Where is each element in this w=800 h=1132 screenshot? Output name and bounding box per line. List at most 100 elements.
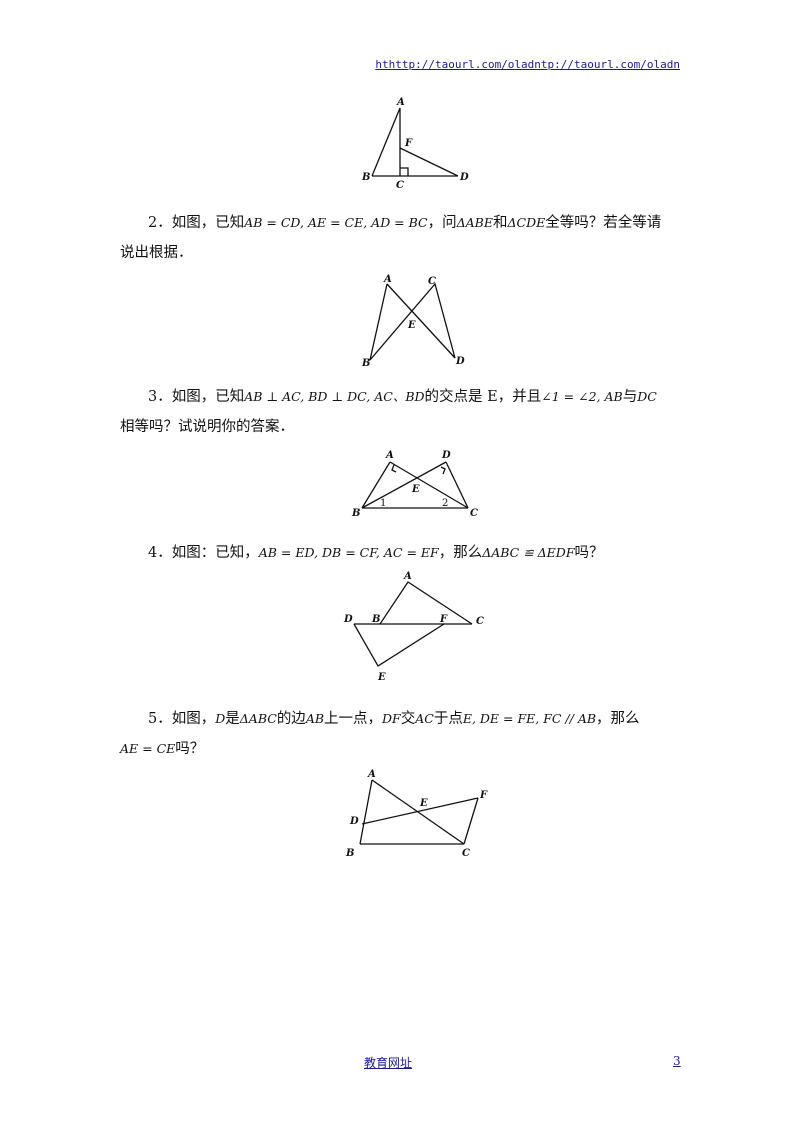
problem-3-number: 3	[148, 389, 158, 405]
fig2-label-e: E	[407, 320, 416, 331]
problem-5-math-df: DF	[382, 711, 401, 726]
problem-5-text-h: 吗？	[175, 741, 205, 757]
fig5-label-c: C	[462, 848, 470, 859]
problem-2-math-a: AB = CD, AE = CE, AD = BC	[244, 215, 428, 230]
fig1-label-d: D	[459, 172, 469, 183]
figure-5-svg: A F E D B C	[345, 769, 488, 859]
fig3-right-angle-a	[391, 464, 397, 473]
fig3-angle-1: 1	[380, 498, 386, 509]
problem-5-number: 5	[148, 711, 158, 727]
fig3-ba-line	[361, 461, 391, 509]
fig5-label-e: E	[419, 798, 428, 809]
fig3-label-d: D	[441, 450, 451, 461]
fig1-label-c: C	[396, 180, 404, 191]
figure-3-svg: A D E B C 1 2	[351, 450, 478, 519]
problem-2-line-2: 说出根据．	[120, 245, 193, 261]
fig3-ac-line	[389, 461, 469, 509]
problem-4: 4．如图：已知，AB = ED, DB = CF, AC = EF，那么ΔABC…	[120, 538, 680, 568]
figure-1-svg: A F B C D	[361, 97, 469, 191]
fig3-bd-line	[361, 461, 447, 509]
fig3-right-angle-d	[440, 466, 446, 475]
fig4-abc-sides	[379, 581, 473, 625]
fig3-dc-line	[445, 461, 469, 509]
fig2-label-d: D	[455, 356, 465, 367]
problem-3: 3．如图，已知AB ⊥ AC, BD ⊥ DC, AC、BD的交点是 E，并且∠…	[120, 382, 680, 442]
problem-3-math-a: AB ⊥ AC, BD ⊥ DC, AC、BD	[244, 389, 425, 404]
problem-2-text-b: ，问	[427, 215, 457, 231]
problem-5-math-ac: AC	[415, 711, 434, 726]
problem-2-text-d: 全等吗？若全等请	[545, 215, 662, 231]
problem-3-math-c: DC	[637, 389, 657, 404]
fig5-ab-line	[359, 779, 373, 845]
fig2-label-a: A	[383, 274, 392, 285]
fig5-label-a: A	[367, 769, 376, 780]
problem-2: 2．如图，已知AB = CD, AE = CE, AD = BC，问ΔABE和Δ…	[120, 208, 680, 268]
fig4-label-f: F	[439, 614, 448, 625]
fig1-label-f: F	[404, 138, 413, 149]
problem-5-math-e: E, DE = FE, FC // AB	[462, 711, 597, 726]
fig4-label-b: B	[371, 614, 380, 625]
problem-4-text-a: ．如图：已知，	[157, 545, 259, 561]
problem-5: 5．如图，D是ΔABC的边AB上一点，DF交AC于点E, DE = FE, FC…	[120, 704, 680, 764]
fig4-label-d: D	[343, 614, 353, 625]
fig3-angle-2: 2	[442, 498, 448, 509]
problem-5-math-d: D	[215, 711, 226, 726]
fig4-def-sides	[353, 623, 445, 667]
problem-5-text-d: 上一点，	[324, 711, 383, 727]
problem-2-number: 2	[148, 215, 158, 231]
fig1-label-b: B	[361, 172, 370, 183]
fig3-label-c: C	[470, 508, 478, 519]
problem-4-text-b: ，那么	[438, 545, 483, 561]
fig1-triangle-left	[371, 107, 401, 177]
problem-5-math-ab: AB	[305, 711, 325, 726]
figure-4: A D B F C E	[340, 568, 500, 688]
fig1-fd-line	[399, 147, 459, 177]
problem-2-math-c: ΔCDE	[507, 215, 546, 230]
fig3-label-a: A	[385, 450, 394, 461]
footer-link[interactable]: 教育网址	[364, 1056, 413, 1070]
problem-5-text-a: ．如图，	[157, 711, 216, 727]
fig4-label-a: A	[403, 571, 412, 582]
problem-5-text-f: 于点	[433, 711, 463, 727]
figure-4-svg: A D B F C E	[343, 571, 484, 683]
problem-4-number: 4	[148, 545, 158, 561]
problem-5-math-abc: ΔABC	[239, 711, 277, 726]
header-url[interactable]: hthttp://taourl.com/oladntp://taourl.com…	[375, 58, 680, 71]
fig3-label-e: E	[411, 484, 420, 495]
problem-3-math-b: ∠1 = ∠2, AB	[541, 389, 623, 404]
figure-3: A D E B C 1 2	[350, 448, 486, 524]
problem-5-text-b: 是	[225, 711, 240, 727]
figure-2-svg: A C E B D	[361, 274, 465, 369]
fig4-label-e: E	[377, 672, 386, 683]
problem-2-text-a: ．如图，已知	[157, 215, 245, 231]
problem-3-text-b: 的交点是 E，并且	[424, 389, 542, 405]
problem-2-math-b: ΔABE	[456, 215, 493, 230]
fig2-crossed-triangles	[369, 282, 456, 361]
fig5-label-f: F	[479, 790, 488, 801]
fig3-label-b: B	[351, 508, 360, 519]
problem-5-text-e: 交	[400, 711, 416, 727]
fig2-label-b: B	[361, 358, 370, 369]
fig5-fc-line	[463, 797, 479, 845]
fig5-label-d: D	[349, 816, 359, 827]
fig1-label-a: A	[396, 97, 405, 108]
fig5-df-line	[361, 797, 479, 825]
page-number: 3	[673, 1054, 681, 1068]
figure-2: A C E B D	[360, 272, 470, 374]
problem-5-text-g: ，那么	[596, 711, 640, 727]
figure-5: A F E D B C	[340, 768, 500, 864]
problem-4-text-c: 吗？	[574, 545, 604, 561]
problem-3-text-c: 与	[622, 389, 638, 405]
figure-1: A F B C D	[360, 94, 480, 194]
fig5-label-b: B	[345, 848, 354, 859]
fig4-label-c: C	[476, 616, 484, 627]
problem-4-math-a: AB = ED, DB = CF, AC = EF	[258, 545, 439, 560]
problem-5-text-c: 的边	[276, 711, 306, 727]
problem-5-math-ae: AE = CE	[120, 741, 176, 756]
fig2-label-c: C	[428, 276, 436, 287]
problem-2-text-c: 和	[493, 215, 508, 231]
problem-3-line-2: 相等吗？试说明你的答案．	[120, 419, 294, 435]
fig1-right-angle	[400, 167, 409, 176]
problem-4-math-b: ΔABC ≌ ΔEDF	[482, 545, 575, 560]
problem-3-text-a: ．如图，已知	[157, 389, 245, 405]
